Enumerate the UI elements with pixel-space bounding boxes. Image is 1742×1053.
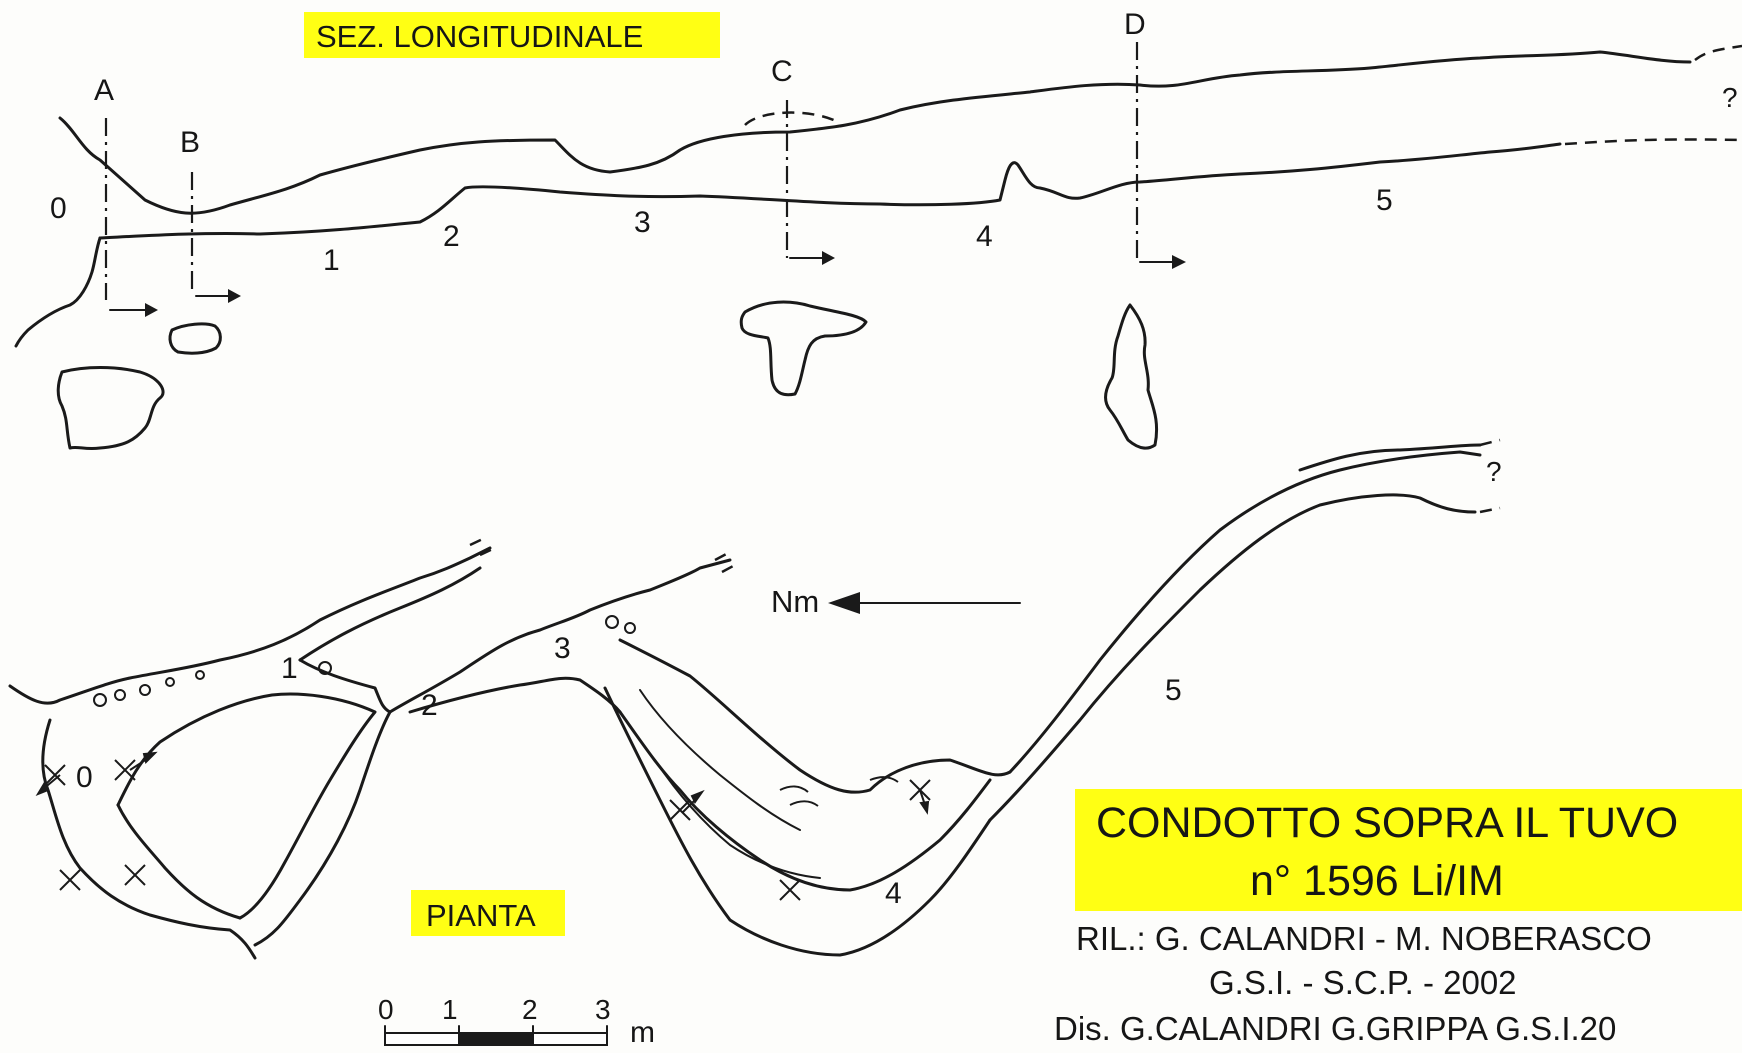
plan-station-1: 1 [281,652,298,685]
cut-arrow-b [195,289,241,303]
plan-heading-highlight [411,890,565,936]
plan-passage-5-north [1008,450,1482,774]
scale-tick-1: 1 [442,994,458,1025]
north-label: Nm [771,584,820,619]
section-floor-continuation [1564,138,1742,146]
marker-c: C [771,55,793,88]
plan-upper-passage-south [298,566,482,662]
cross-section-b [168,322,222,355]
survey-groups: G.S.I. - S.C.P. - 2002 [1209,964,1517,1001]
plan-ledge-line-1 [639,689,801,831]
plan-loop-outer [116,692,377,920]
survey-credits: RIL.: G. CALANDRI - M. NOBERASCO [1076,920,1652,957]
section-unknown-mark: ? [1722,82,1738,113]
plan-main-north-end [714,550,736,574]
plan-passage-2-3 [408,676,622,714]
plan-heading: PIANTA [426,898,536,933]
plan-main-passage-north [388,558,732,714]
marker-a: A [94,74,115,107]
plan-loop-inner [116,803,242,920]
section-station-0: 0 [50,192,67,225]
plan-rubble-marks [44,615,931,901]
section-station-4: 4 [976,220,993,253]
north-arrow [828,592,1021,614]
scale-bar [384,1025,608,1046]
section-heading: SEZ. LONGITUDINALE [316,19,644,54]
title-box [1075,789,1742,911]
section-station-2: 2 [443,220,460,253]
scale-tick-2: 2 [522,994,538,1025]
plan-unknown-mark: ? [1486,456,1502,487]
cross-section-a [56,366,165,451]
plan-north-passage-end [469,536,496,557]
cut-arrow-d [1139,255,1186,269]
scale-tick-0: 0 [378,994,394,1025]
marker-d: D [1124,8,1146,41]
plan-upper-passage-link [298,658,392,714]
scale-tick-3: 3 [595,994,611,1025]
plan-station-5: 5 [1165,674,1182,707]
section-floor-line [98,142,1562,240]
cross-section-c [739,300,868,397]
plan-passage-5-end-dashed [1479,438,1501,514]
cut-arrow-a [109,303,158,317]
plan-outer-north-wall [8,546,492,705]
section-station-3: 3 [634,206,651,239]
plan-station-4: 4 [885,877,902,910]
plan-station-2: 2 [421,689,438,722]
cross-section-d [1104,303,1159,450]
plan-slope-arrows [35,751,930,815]
plan-station-3: 3 [554,632,571,665]
section-ceiling-line [58,50,1692,215]
section-heading-highlight [304,12,720,58]
plan-passage-5-south [988,493,1477,822]
plan-station-0: 0 [76,761,93,794]
plan-passage-3-4-outer [618,638,1012,794]
entrance-slope [14,236,102,348]
marker-b: B [180,126,201,159]
section-ceiling-continuation [1694,44,1742,61]
plan-passage-3-4-inner [603,686,992,957]
plan-main-passage-south [253,710,392,947]
cave-name: CONDOTTO SOPRA IL TUVO [1096,799,1679,847]
plan-passage-5-end-north [1298,443,1482,472]
drawing-credits: Dis. G.CALANDRI G.GRIPPA G.S.I.20 [1054,1010,1617,1047]
cave-number: n° 1596 Li/IM [1250,857,1504,905]
cut-c-arch [744,111,839,126]
scale-unit: m [630,1016,655,1049]
section-station-5: 5 [1376,184,1393,217]
section-station-1: 1 [323,244,340,277]
plan-ledge-line-2 [654,759,821,879]
cut-arrow-c [789,251,835,265]
